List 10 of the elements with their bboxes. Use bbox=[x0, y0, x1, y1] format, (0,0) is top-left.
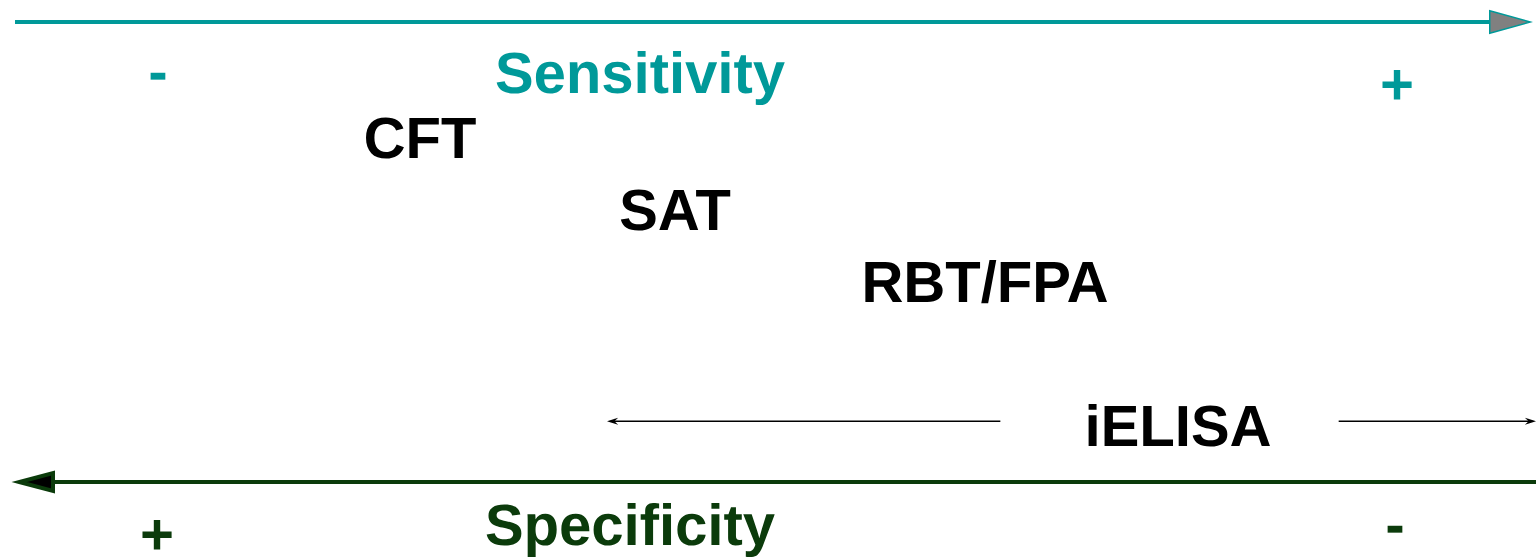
axis-sign: + bbox=[1382, 70, 1412, 100]
test-label: SAT bbox=[620, 189, 731, 231]
axis-title: Specificity bbox=[486, 503, 775, 557]
test-label: iELISA bbox=[1088, 403, 1270, 447]
axis-sign: - bbox=[1387, 525, 1403, 533]
test-label: CFT bbox=[366, 117, 476, 159]
axis-title: Sensitivity bbox=[496, 50, 785, 106]
test-label: RBT/FPA bbox=[865, 259, 1107, 304]
axis-sign: + bbox=[142, 520, 172, 550]
axis-sign: - bbox=[150, 72, 166, 80]
